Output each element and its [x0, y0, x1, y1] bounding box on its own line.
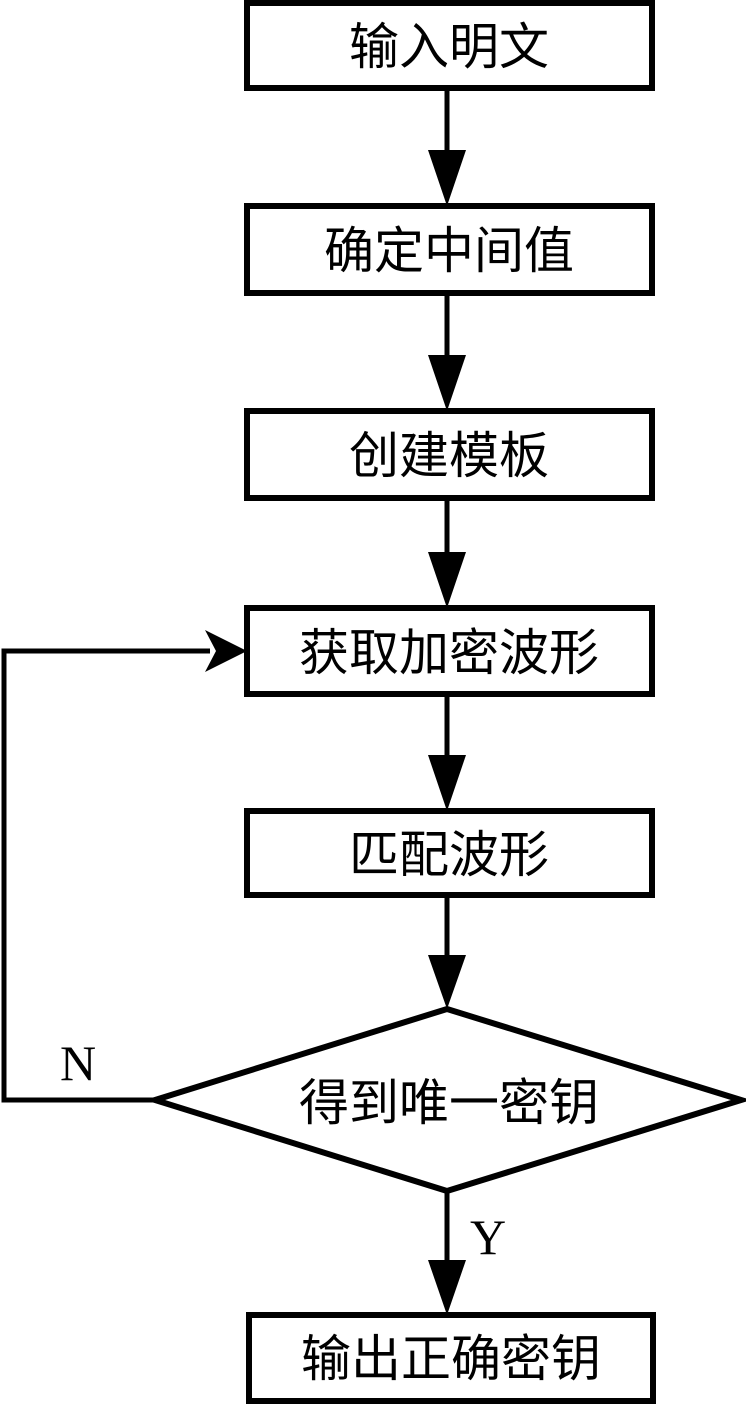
edge-n2-n3: [428, 293, 466, 411]
edge-n1-n2: [428, 88, 466, 206]
arrowhead-icon: [428, 355, 466, 411]
edge-n3-n4: [428, 498, 466, 608]
node-input-plaintext: 输入明文: [244, 0, 655, 91]
node-create-template: 创建模板: [244, 408, 655, 501]
node-label: 匹配波形: [349, 826, 549, 884]
node-output-key: 输出正确密钥: [246, 1312, 656, 1404]
edge-n4-n5: [428, 694, 466, 811]
arrowhead-icon: [428, 1260, 466, 1315]
node-label: 得到唯一密钥: [299, 1074, 599, 1132]
arrowhead-icon: [428, 552, 466, 608]
node-label: 获取加密波形: [299, 624, 599, 682]
arrowhead-icon: [428, 755, 466, 811]
node-determine-intermediate: 确定中间值: [244, 203, 655, 296]
node-acquire-waveform: 获取加密波形: [244, 605, 655, 697]
edge-n6-n7-yes: Y: [428, 1191, 506, 1315]
edge-n6-n4-no: N: [1, 630, 247, 1103]
edge-label-yes: Y: [470, 1209, 506, 1265]
arrowhead-icon: [205, 630, 247, 672]
edge-n5-n6: [428, 895, 466, 1009]
edge-label-no: N: [60, 1035, 96, 1091]
arrowhead-icon: [428, 955, 466, 1009]
arrowhead-icon: [428, 150, 466, 206]
node-unique-key-decision: 得到唯一密钥: [144, 1005, 746, 1195]
node-label: 确定中间值: [324, 222, 574, 280]
node-label: 输入明文: [349, 18, 549, 76]
node-label: 创建模板: [349, 427, 549, 485]
node-label: 输出正确密钥: [301, 1330, 601, 1388]
node-match-waveform: 匹配波形: [244, 808, 655, 898]
